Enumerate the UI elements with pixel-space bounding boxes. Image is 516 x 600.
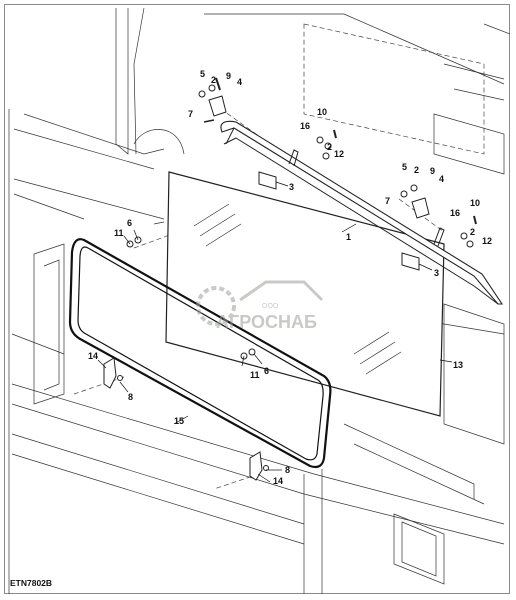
callout-4b: 4 bbox=[439, 174, 444, 184]
right-hardware bbox=[400, 184, 477, 248]
callout-8: 8 bbox=[128, 392, 133, 402]
callout-6b: 6 bbox=[264, 366, 269, 376]
callout-15: 15 bbox=[174, 416, 184, 426]
callout-4: 4 bbox=[237, 77, 242, 87]
upper-left-hardware bbox=[198, 77, 227, 123]
callout-2c: 2 bbox=[414, 165, 419, 175]
callout-7b: 7 bbox=[385, 196, 390, 206]
callout-14b: 14 bbox=[273, 476, 283, 486]
callout-16: 16 bbox=[300, 121, 310, 131]
callout-10b: 10 bbox=[470, 198, 480, 208]
window-seal bbox=[68, 238, 332, 469]
callout-11: 11 bbox=[114, 228, 124, 238]
callout-13: 13 bbox=[453, 360, 463, 370]
agrosnab-watermark: ООО АГРОСНАБ bbox=[196, 280, 324, 332]
callout-12b: 12 bbox=[482, 236, 492, 246]
callout-9: 9 bbox=[226, 71, 231, 81]
callout-14: 14 bbox=[88, 351, 98, 361]
callout-16b: 16 bbox=[450, 208, 460, 218]
callout-2: 2 bbox=[211, 75, 216, 85]
drawing-code: ETN7802B bbox=[10, 578, 52, 588]
callout-labels: 5 2 9 4 7 10 16 2 12 3 5 2 9 4 7 10 16 2… bbox=[88, 69, 492, 486]
callout-5: 5 bbox=[200, 69, 205, 79]
callout-12: 12 bbox=[334, 149, 344, 159]
callout-6: 6 bbox=[127, 218, 132, 228]
callout-1: 1 bbox=[346, 232, 351, 242]
upper-right-hardware bbox=[316, 129, 337, 160]
callout-7: 7 bbox=[188, 109, 193, 119]
callout-9b: 9 bbox=[430, 166, 435, 176]
leader-lines bbox=[97, 181, 453, 483]
channel-strip bbox=[220, 120, 504, 305]
glass-panel bbox=[165, 171, 445, 417]
clips bbox=[258, 171, 420, 271]
lower-brackets bbox=[103, 357, 263, 481]
callout-8b: 8 bbox=[285, 465, 290, 475]
callout-11b: 11 bbox=[250, 370, 260, 380]
callout-10: 10 bbox=[317, 107, 327, 117]
callout-3b: 3 bbox=[434, 268, 439, 278]
watermark-small: ООО bbox=[262, 303, 279, 310]
cab-structure bbox=[8, 7, 510, 594]
diagram-canvas: ООО АГРОСНАБ 5 2 9 4 7 10 16 bbox=[4, 4, 510, 594]
watermark-brand: АГРОСНАБ bbox=[216, 312, 317, 332]
callout-2d: 2 bbox=[470, 227, 475, 237]
callout-5b: 5 bbox=[402, 162, 407, 172]
callout-2b: 2 bbox=[327, 142, 332, 152]
callout-3: 3 bbox=[289, 182, 294, 192]
